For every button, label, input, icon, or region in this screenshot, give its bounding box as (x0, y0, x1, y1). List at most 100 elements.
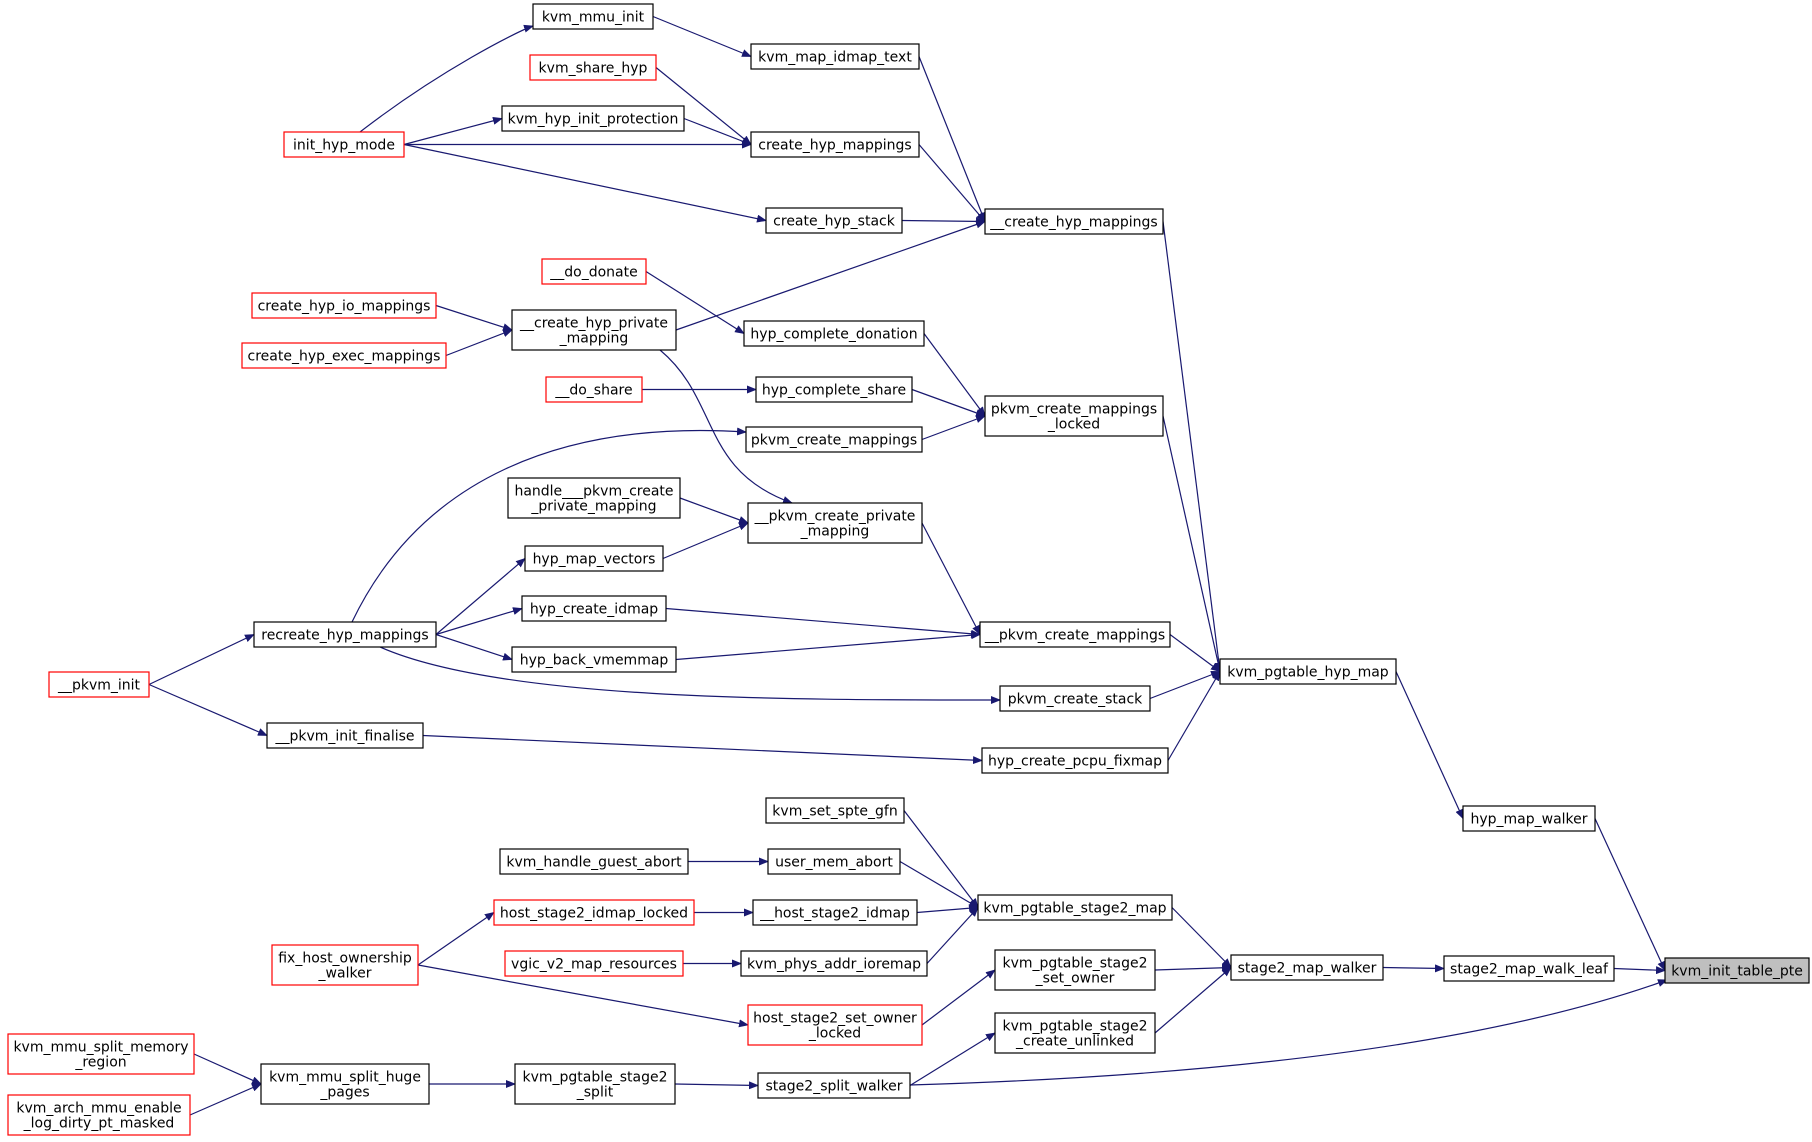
node-kvm-pgtable-stage2-create-unlinked[interactable]: kvm_pgtable_stage2_create_unlinked (994, 1012, 1156, 1054)
node-handle-pkvm-create-private-mapping[interactable]: handle___pkvm_create_private_mapping (507, 477, 681, 519)
node-recreate-hyp-mappings[interactable]: recreate_hyp_mappings (253, 621, 437, 648)
edge-39 (379, 646, 1001, 704)
node-create-hyp-private-mapping[interactable]: __create_hyp_private_mapping (511, 309, 677, 351)
node-host-stage2-idmap-locked[interactable]: host_stage2_idmap_locked (493, 899, 695, 926)
node-kvm-share-hyp[interactable]: kvm_share_hyp (529, 54, 657, 81)
edge-arrow (923, 333, 986, 417)
node-user-mem-abort[interactable]: user_mem_abort (767, 848, 901, 875)
node-label: __pkvm_init (57, 678, 141, 694)
node-pkvm-create-mappings-locked[interactable]: pkvm_create_mappings_locked (984, 395, 1164, 437)
node-kvm-handle-guest-abort[interactable]: kvm_handle_guest_abort (499, 848, 689, 875)
node-box (1230, 954, 1384, 981)
node-pkvm-create-mappings[interactable]: __pkvm_create_mappings (979, 621, 1171, 648)
edge-38 (435, 633, 513, 661)
node-kvm-pgtable-stage2-map[interactable]: kvm_pgtable_stage2_map (977, 894, 1173, 921)
node-label: _locked (808, 1026, 861, 1042)
node-hyp-complete-share[interactable]: hyp_complete_share (755, 376, 913, 403)
edge-arrow (665, 607, 981, 638)
node-create-hyp-io-mappings[interactable]: create_hyp_io_mappings (251, 292, 437, 319)
edge-arrow (435, 304, 513, 332)
edge-arrow (679, 497, 749, 524)
node-create-hyp-stack[interactable]: create_hyp_stack (765, 207, 903, 234)
node-label: kvm_mmu_split_memory (13, 1040, 188, 1056)
node-hyp-create-idmap[interactable]: hyp_create_idmap (521, 595, 667, 622)
node-label: stage2_map_walk_leaf (1450, 962, 1609, 978)
node-label: stage2_split_walker (765, 1079, 902, 1095)
node-create-hyp-exec-mappings[interactable]: create_hyp_exec_mappings (241, 342, 447, 369)
node-pkvm-init[interactable]: __pkvm_init (48, 671, 150, 698)
node-label: host_stage2_set_owner (753, 1011, 917, 1027)
node-label: hyp_create_idmap (530, 602, 658, 618)
edge-arrow (909, 979, 1668, 1086)
node-hyp-complete-donation[interactable]: hyp_complete_donation (743, 320, 925, 347)
node-kvm-map-idmap-text[interactable]: kvm_map_idmap_text (750, 43, 920, 70)
node-fix-host-ownership-walker[interactable]: fix_host_ownership_walker (271, 944, 419, 986)
node-create-hyp-mappings[interactable]: __create_hyp_mappings (984, 208, 1164, 235)
edge-arrow (921, 522, 981, 636)
node-box (747, 1004, 923, 1046)
node-kvm-hyp-init-protection[interactable]: kvm_hyp_init_protection (501, 105, 685, 132)
edge-42 (148, 633, 255, 686)
edge-arrow (1167, 670, 1221, 761)
node-box (251, 292, 437, 319)
node-kvm-arch-mmu-enable-log-dirty-pt-masked[interactable]: kvm_arch_mmu_enable_log_dirty_pt_masked (7, 1094, 191, 1136)
edge-arrow (1382, 964, 1445, 973)
node-kvm-pgtable-stage2-set-owner[interactable]: kvm_pgtable_stage2_set_owner (994, 949, 1156, 991)
node-kvm-set-spte-gfn[interactable]: kvm_set_spte_gfn (765, 797, 905, 824)
edge-55 (909, 1032, 996, 1087)
edge-arrow (189, 1083, 262, 1116)
node-label: kvm_phys_addr_ioremap (747, 957, 921, 973)
edge-2 (909, 979, 1668, 1086)
node-pkvm-create-mappings[interactable]: pkvm_create_mappings (745, 426, 923, 453)
edge-arrow (435, 607, 523, 636)
node-box (499, 848, 689, 875)
node-label: host_stage2_idmap_locked (500, 906, 688, 922)
node-host-stage2-idmap[interactable]: __host_stage2_idmap (752, 899, 918, 926)
node-box (765, 207, 903, 234)
node-hyp-map-vectors[interactable]: hyp_map_vectors (524, 545, 664, 572)
edge-52 (926, 906, 979, 964)
edge-arrow (1162, 221, 1223, 673)
node-box (541, 258, 647, 285)
edge-50 (417, 911, 495, 966)
node-kvm-pgtable-hyp-map[interactable]: kvm_pgtable_hyp_map (1219, 658, 1397, 685)
node-kvm-mmu-init[interactable]: kvm_mmu_init (532, 3, 654, 30)
node-kvm-mmu-split-huge-pages[interactable]: kvm_mmu_split_huge_pages (260, 1063, 430, 1105)
edge-32 (351, 427, 747, 623)
node-pkvm-create-stack[interactable]: pkvm_create_stack (999, 685, 1151, 712)
node-box (521, 595, 667, 622)
node-vgic-v2-map-resources[interactable]: vgic_v2_map_resources (504, 950, 684, 977)
node-kvm-mmu-split-memory-region[interactable]: kvm_mmu_split_memory_region (7, 1033, 195, 1075)
node-kvm-pgtable-stage2-split[interactable]: kvm_pgtable_stage2_split (514, 1063, 676, 1105)
node-hyp-map-walker[interactable]: hyp_map_walker (1462, 805, 1596, 832)
node-label: _log_dirty_pt_masked (23, 1116, 175, 1132)
node-label: fix_host_ownership (278, 951, 412, 967)
node-do-share[interactable]: __do_share (545, 376, 643, 403)
node-box (757, 1072, 911, 1099)
node-stage2-map-walker[interactable]: stage2_map_walker (1230, 954, 1384, 981)
node-stage2-split-walker[interactable]: stage2_split_walker (757, 1072, 911, 1099)
edge-arrow (445, 329, 513, 357)
node-do-donate[interactable]: __do_donate (541, 258, 647, 285)
edge-33 (679, 497, 749, 524)
node-label: _walker (318, 966, 372, 982)
node-stage2-map-walk-leaf[interactable]: stage2_map_walk_leaf (1443, 955, 1615, 982)
node-hyp-create-pcpu-fixmap[interactable]: hyp_create_pcpu_fixmap (981, 747, 1169, 774)
edge-46 (899, 860, 979, 909)
node-box (984, 395, 1164, 437)
node-kvm-phys-addr-ioremap[interactable]: kvm_phys_addr_ioremap (740, 950, 928, 977)
edge-13 (652, 15, 752, 58)
node-host-stage2-set-owner-locked[interactable]: host_stage2_set_owner_locked (747, 1004, 923, 1046)
node-init-hyp-mode[interactable]: init_hyp_mode (283, 131, 405, 158)
edge-arrow (1169, 634, 1221, 673)
node-kvm-init-table-pte[interactable]: kvm_init_table_pte (1664, 957, 1810, 984)
node-hyp-back-vmemmap[interactable]: hyp_back_vmemmap (511, 646, 677, 673)
edge-arrow (659, 349, 793, 504)
edge-8 (1149, 670, 1221, 700)
node-create-hyp-mappings[interactable]: create_hyp_mappings (750, 131, 920, 158)
node-pkvm-init-finalise[interactable]: __pkvm_init_finalise (266, 722, 424, 749)
node-pkvm-create-private-mapping[interactable]: __pkvm_create_private_mapping (747, 502, 923, 544)
node-label: create_hyp_exec_mappings (248, 349, 441, 365)
node-box (7, 1094, 191, 1136)
